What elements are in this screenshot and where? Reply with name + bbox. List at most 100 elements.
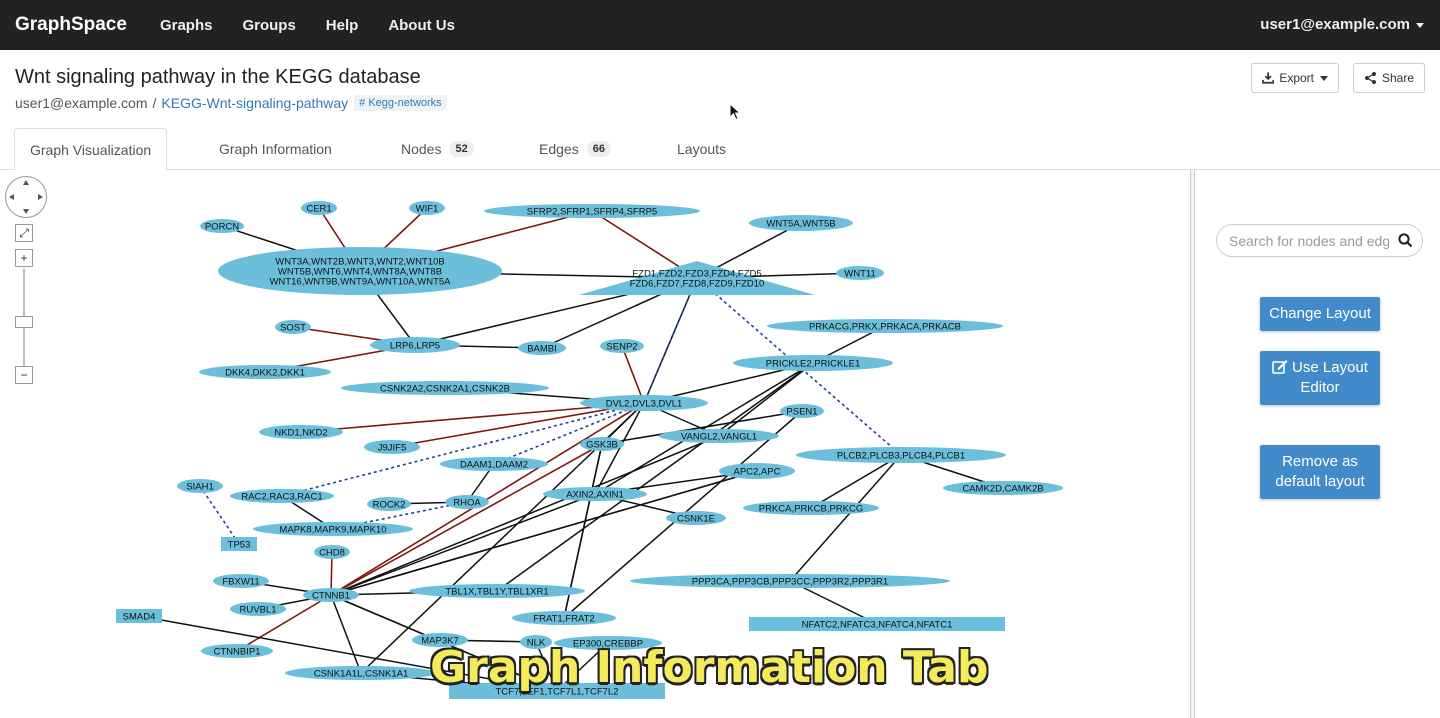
tab-nodes[interactable]: Nodes 52 xyxy=(401,128,474,170)
graph-node-ctnnbip1[interactable]: CTNNBIP1 xyxy=(201,644,273,658)
node-shape[interactable] xyxy=(659,429,779,443)
brand-logo[interactable]: GraphSpace xyxy=(15,14,127,35)
graph-node-ctnnb1[interactable]: CTNNB1 xyxy=(303,588,359,602)
node-shape[interactable] xyxy=(440,457,548,471)
node-shape[interactable] xyxy=(364,440,420,454)
tab-graph-information[interactable]: Graph Information xyxy=(219,128,332,170)
zoom-out-button[interactable]: − xyxy=(15,366,33,384)
tab-graph-visualization[interactable]: Graph Visualization xyxy=(14,128,168,171)
node-shape[interactable] xyxy=(580,395,708,411)
node-shape[interactable] xyxy=(543,487,647,501)
graph-node-wif1[interactable]: WIF1 xyxy=(409,201,445,215)
graph-edge[interactable] xyxy=(330,443,603,596)
zoom-in-button[interactable]: + xyxy=(15,249,33,267)
node-search-input[interactable] xyxy=(1229,233,1389,249)
graph-node-sfrp[interactable]: SFRP2,SFRP1,SFRP4,SFRP5 xyxy=(484,204,700,218)
node-shape[interactable] xyxy=(370,337,460,353)
graph-edge[interactable] xyxy=(496,362,814,592)
graph-edge[interactable] xyxy=(332,501,468,530)
search-icon[interactable] xyxy=(1398,233,1413,248)
node-shape[interactable] xyxy=(259,425,343,439)
graph-node-tp53[interactable]: TP53 xyxy=(221,537,257,551)
graph-node-fbxw11[interactable]: FBXW11 xyxy=(213,574,269,588)
change-layout-button[interactable]: Change Layout xyxy=(1260,297,1380,331)
graph-node-map3k7[interactable]: MAP3K7 xyxy=(412,633,468,647)
graph-node-ppp3[interactable]: PPP3CA,PPP3CB,PPP3CC,PPP3R2,PPP3R1 xyxy=(630,574,950,588)
graph-edge[interactable] xyxy=(789,580,878,625)
graph-node-apc[interactable]: APC2,APC xyxy=(719,463,795,479)
graph-edge[interactable] xyxy=(281,402,645,497)
graph-node-daam[interactable]: DAAM1,DAAM2 xyxy=(440,457,548,471)
pan-control[interactable] xyxy=(5,176,47,218)
graph-node-fzd[interactable]: FZD1,FZD2,FZD3,FZD4,FZD5FZD6,FZD7,FZD8,F… xyxy=(579,261,815,295)
node-shape[interactable] xyxy=(600,339,644,353)
tab-edges[interactable]: Edges 66 xyxy=(539,128,611,170)
graph-edge[interactable] xyxy=(330,470,758,596)
graph-edge[interactable] xyxy=(330,402,645,596)
graph-node-camk2[interactable]: CAMK2D,CAMK2B xyxy=(943,481,1063,495)
node-shape[interactable] xyxy=(512,611,616,625)
panel-resize-handle[interactable] xyxy=(1190,170,1195,718)
node-shape[interactable] xyxy=(749,617,1005,631)
graph-node-csnk1a1[interactable]: CSNK1A1L,CSNK1A1 xyxy=(285,666,437,680)
graph-node-plcb[interactable]: PLCB2,PLCB3,PLCB4,PLCB1 xyxy=(796,447,1006,463)
node-shape[interactable] xyxy=(520,635,552,649)
node-shape[interactable] xyxy=(275,320,311,334)
node-shape[interactable] xyxy=(719,463,795,479)
graph-node-mapk[interactable]: MAPK8,MAPK9,MAPK10 xyxy=(253,522,413,536)
node-shape[interactable] xyxy=(409,584,585,598)
node-shape[interactable] xyxy=(301,201,337,215)
graph-node-csnk2[interactable]: CSNK2A2,CSNK2A1,CSNK2B xyxy=(341,381,549,395)
graph-node-prkacg[interactable]: PRKACG,PRKX,PRKACA,PRKACB xyxy=(767,319,1003,333)
use-layout-editor-button[interactable]: Use Layout Editor xyxy=(1260,351,1380,405)
graph-node-senp2[interactable]: SENP2 xyxy=(600,339,644,353)
graph-node-wnt11[interactable]: WNT11 xyxy=(836,266,884,280)
zoom-slider-handle[interactable] xyxy=(15,316,33,328)
node-shape[interactable] xyxy=(213,574,269,588)
tab-layouts[interactable]: Layouts xyxy=(677,128,726,170)
graph-node-chd8[interactable]: CHD8 xyxy=(314,545,350,559)
node-shape[interactable] xyxy=(943,481,1063,495)
fit-button[interactable]: ⤢ xyxy=(15,224,33,242)
graph-edge[interactable] xyxy=(621,345,645,404)
graph-node-tcf[interactable]: TCF7,LEF1,TCF7L1,TCF7L2 xyxy=(449,683,665,699)
graph-node-ruvbl1[interactable]: RUVBL1 xyxy=(230,602,286,616)
graph-node-frat[interactable]: FRAT1,FRAT2 xyxy=(512,611,616,625)
graph-edge[interactable] xyxy=(300,402,645,433)
graph-node-rock2[interactable]: ROCK2 xyxy=(367,497,411,511)
graph-edge[interactable] xyxy=(810,454,902,509)
node-shape[interactable] xyxy=(484,204,700,218)
graph-node-gsk3b[interactable]: GSK3B xyxy=(580,437,624,451)
node-shape[interactable] xyxy=(518,341,566,355)
node-shape[interactable] xyxy=(412,633,468,647)
node-shape[interactable] xyxy=(285,666,437,680)
node-shape[interactable] xyxy=(743,501,879,515)
nav-graphs[interactable]: Graphs xyxy=(159,16,213,34)
graph-node-nkd[interactable]: NKD1,NKD2 xyxy=(259,425,343,439)
graph-node-nlk[interactable]: NLK xyxy=(520,635,552,649)
graph-edge[interactable] xyxy=(643,277,698,404)
node-shape[interactable] xyxy=(836,266,884,280)
node-shape[interactable] xyxy=(230,489,334,503)
node-shape[interactable] xyxy=(221,537,257,551)
graph-node-axin[interactable]: AXIN2,AXIN1 xyxy=(543,487,647,501)
node-shape[interactable] xyxy=(253,522,413,536)
node-shape[interactable] xyxy=(230,602,286,616)
graph-node-bambi[interactable]: BAMBI xyxy=(518,341,566,355)
graph-edge[interactable] xyxy=(330,551,333,596)
node-shape[interactable] xyxy=(341,381,549,395)
node-shape[interactable] xyxy=(666,511,726,525)
graph-edge[interactable] xyxy=(601,410,803,445)
graph-edge[interactable] xyxy=(493,402,645,465)
breadcrumb-graph-link[interactable]: KEGG-Wnt-signaling-pathway xyxy=(161,95,349,111)
graph-node-tbl1[interactable]: TBL1X,TBL1Y,TBL1XR1 xyxy=(409,584,585,598)
graph-node-porcn[interactable]: PORCN xyxy=(200,219,244,233)
graph-edge[interactable] xyxy=(330,493,596,596)
node-shape[interactable] xyxy=(630,574,950,588)
graph-edge[interactable] xyxy=(391,402,645,448)
graph-node-dvl[interactable]: DVL2,DVL3,DVL1 xyxy=(580,395,708,411)
graph-node-prickle[interactable]: PRICKLE2,PRICKLE1 xyxy=(733,355,893,371)
node-shape[interactable] xyxy=(767,319,1003,333)
node-shape[interactable] xyxy=(445,495,489,509)
